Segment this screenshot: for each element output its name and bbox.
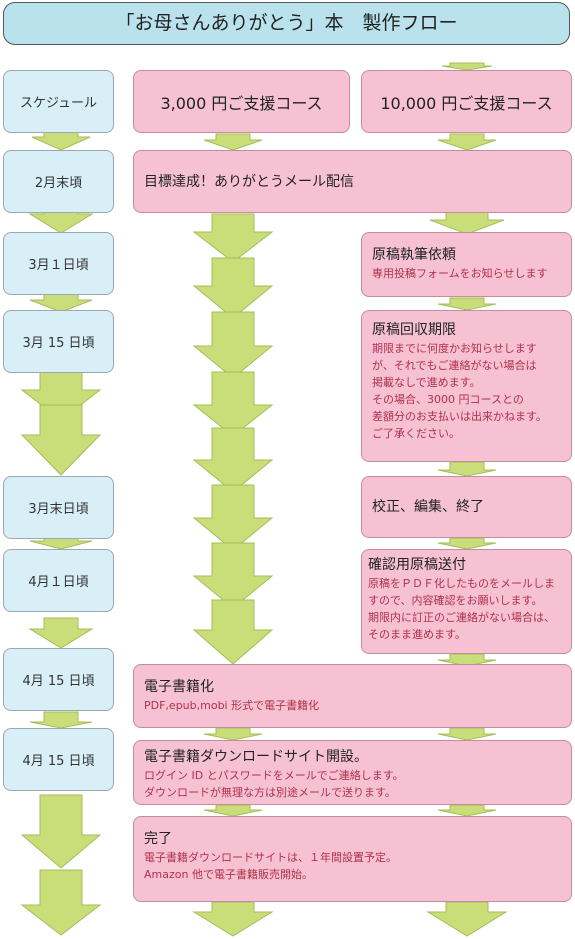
step-deadline-line-3: 掲載なしで進めます。 xyxy=(372,376,481,389)
step-site-line-1: ログイン ID とパスワードをメールでご連絡します。 xyxy=(144,769,404,782)
course-3000: 3,000 円ご支援コース xyxy=(133,70,350,133)
arrow-col1-7 xyxy=(28,617,94,649)
arrow-col2-9 xyxy=(192,599,274,665)
step-deadline-line-4: その場合、3000 円コースとの xyxy=(372,393,524,406)
step-site-line-2: ダウンロードが無理な方は別途メールで送ります。 xyxy=(144,786,396,799)
arrow-col2-11 xyxy=(203,804,263,817)
arrow-col1-5 xyxy=(20,404,102,476)
arrow-col2-2 xyxy=(192,213,274,263)
step-request-line: 専用投稿フォームをお知らせします xyxy=(372,267,548,280)
step-ebook-heading: 電子書籍化 xyxy=(144,679,214,695)
arrow-col2-10 xyxy=(203,727,263,741)
date-feb-end: 2月末頃 xyxy=(3,150,114,213)
step-deadline-line-5: 差額分のお支払いは出来かねます。 xyxy=(372,410,547,423)
step-request: 原稿執筆依頼 専用投稿フォームをお知らせします xyxy=(361,232,572,297)
step-ebook: 電子書籍化 PDF,epub,mobi 形式で電子書籍化 xyxy=(133,664,572,728)
date-apr-15-b: 4月 15 日頃 xyxy=(3,728,114,791)
arrow-col3-6 xyxy=(437,537,497,550)
step-deadline: 原稿回収期限 期限までに何度かお知らせします が、それでもご連絡がない場合は 掲… xyxy=(361,310,572,462)
step-site: 電子書籍ダウンロードサイト開設。 ログイン ID とパスワードをメールでご連絡し… xyxy=(133,740,572,805)
step-done: 完了 電子書籍ダウンロードサイトは、１年間設置予定。 Amazon 他で電子書籍… xyxy=(133,816,572,902)
arrow-col3-2 xyxy=(437,133,497,151)
arrow-col2-5 xyxy=(192,371,274,437)
date-mar-15: 3月 15 日頃 xyxy=(3,310,114,373)
step-done-line-1: 電子書籍ダウンロードサイトは、１年間設置予定。 xyxy=(144,851,397,864)
step-site-heading: 電子書籍ダウンロードサイト開設。 xyxy=(144,749,368,765)
step-goal-mail: 目標達成！ありがとうメール配信 xyxy=(133,150,572,213)
step-confirm-heading: 確認用原稿送付 xyxy=(368,557,466,573)
arrow-col2-3 xyxy=(192,257,274,319)
step-proof-heading: 校正、編集、終了 xyxy=(372,499,484,515)
arrow-col2-6 xyxy=(192,427,274,493)
arrow-col2-1 xyxy=(203,133,263,151)
arrow-col3-7 xyxy=(437,653,497,667)
arrow-col1-1 xyxy=(31,129,91,151)
step-done-heading: 完了 xyxy=(144,831,172,847)
step-confirm-line-3: 期限内に訂正のご連絡がない場合は、 xyxy=(368,611,555,624)
arrow-col1-10 xyxy=(20,869,102,936)
step-ebook-line: PDF,epub,mobi 形式で電子書籍化 xyxy=(144,699,320,712)
step-proof: 校正、編集、終了 xyxy=(361,476,572,538)
arrow-col3-8 xyxy=(437,727,497,741)
course-10000: 10,000 円ご支援コース xyxy=(361,70,572,133)
date-apr-15-a: 4月 15 日頃 xyxy=(3,648,114,711)
arrow-col1-8 xyxy=(29,711,93,729)
arrow-col3-3 xyxy=(429,211,505,235)
step-deadline-heading: 原稿回収期限 xyxy=(372,322,456,338)
arrow-col2-7 xyxy=(192,484,274,551)
page-title: 「お母さんありがとう」本 製作フロー xyxy=(3,2,570,45)
step-confirm-line-1: 原稿をＰＤＦ化したものをメールしま xyxy=(368,577,555,590)
arrow-col2-4 xyxy=(192,311,274,379)
arrow-col1-9 xyxy=(20,794,102,869)
arrow-col3-9 xyxy=(437,804,497,817)
arrow-col3-4 xyxy=(437,297,497,311)
step-confirm-line-2: すので、内容確認をお願いします。 xyxy=(368,594,543,607)
arrow-col2-8 xyxy=(192,542,274,609)
step-deadline-line-2: が、それでもご連絡がない場合は xyxy=(372,359,537,372)
step-confirm-line-4: そのまま進めます。 xyxy=(368,628,466,641)
step-confirm: 確認用原稿送付 原稿をＰＤＦ化したものをメールしま すので、内容確認をお願いしま… xyxy=(361,549,572,654)
step-request-heading: 原稿執筆依頼 xyxy=(372,247,456,263)
date-mar-1: 3月１日頃 xyxy=(3,232,114,295)
arrow-col3-10 xyxy=(426,901,508,937)
step-deadline-line-1: 期限までに何度かお知らせします xyxy=(372,342,537,355)
step-goal-heading: 目標達成！ありがとうメール配信 xyxy=(144,173,354,190)
arrow-col3-1 xyxy=(441,62,493,71)
date-mar-end: 3月末日頃 xyxy=(3,476,114,539)
schedule-header: スケジュール xyxy=(3,70,114,133)
step-done-line-2: Amazon 他で電子書籍販売開始。 xyxy=(144,868,313,881)
date-apr-1: 4月１日頃 xyxy=(3,549,114,612)
arrow-col3-5 xyxy=(437,461,497,477)
arrow-col2-12 xyxy=(192,901,274,937)
step-deadline-line-6: ご了承ください。 xyxy=(372,427,460,440)
